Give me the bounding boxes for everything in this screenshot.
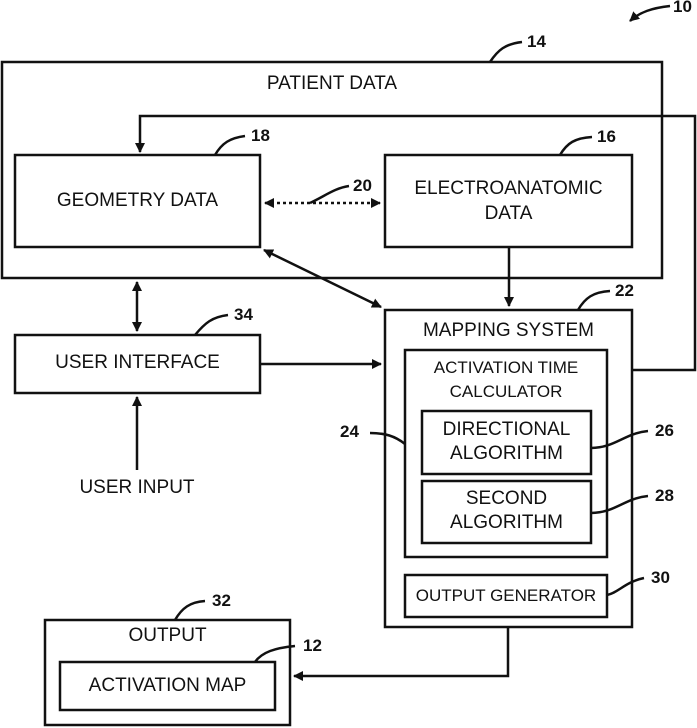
patient-data-title: PATIENT DATA <box>232 72 432 96</box>
electroanatomic-data-box <box>385 155 632 247</box>
output-title: OUTPUT <box>90 624 245 648</box>
directional-algorithm-line1: DIRECTIONAL <box>422 418 591 442</box>
user-interface-label: USER INTERFACE <box>15 351 260 375</box>
mapping-output-arrow <box>294 627 508 676</box>
second-algorithm-line2: ALGORITHM <box>422 511 591 535</box>
activation-map-label: ACTIVATION MAP <box>60 674 275 698</box>
directional-algorithm-line2: ALGORITHM <box>422 442 591 466</box>
electroanatomic-data-line1: ELECTROANATOMIC <box>385 177 632 201</box>
second-algorithm-line1: SECOND <box>422 487 591 511</box>
output-generator-ref: 30 <box>651 568 670 588</box>
mapping-system-title: MAPPING SYSTEM <box>385 319 632 343</box>
electroanatomic-data-line2: DATA <box>385 202 632 226</box>
mapping-system-ref: 22 <box>615 281 634 301</box>
geometry-data-ref: 18 <box>251 126 270 146</box>
output-generator-label: OUTPUT GENERATOR <box>405 584 607 608</box>
directional-algorithm-ref: 26 <box>655 421 674 441</box>
user-interface-ref: 34 <box>234 305 253 325</box>
ref-10-leader <box>630 6 670 21</box>
patient-data-ref: 14 <box>527 32 546 52</box>
output-ref: 32 <box>212 591 231 611</box>
geometry-data-label: GEOMETRY DATA <box>15 189 260 213</box>
electroanatomic-data-ref: 16 <box>597 127 616 147</box>
figure-reference-number: 10 <box>673 0 692 17</box>
activation-time-calculator-ref: 24 <box>340 422 359 442</box>
link-ref: 20 <box>353 176 372 196</box>
second-algorithm-ref: 28 <box>655 486 674 506</box>
activation-time-calculator-line2: CALCULATOR <box>405 380 607 404</box>
activation-map-ref: 12 <box>303 636 322 656</box>
activation-time-calculator-line1: ACTIVATION TIME <box>405 356 607 380</box>
user-input-label: USER INPUT <box>62 476 212 500</box>
